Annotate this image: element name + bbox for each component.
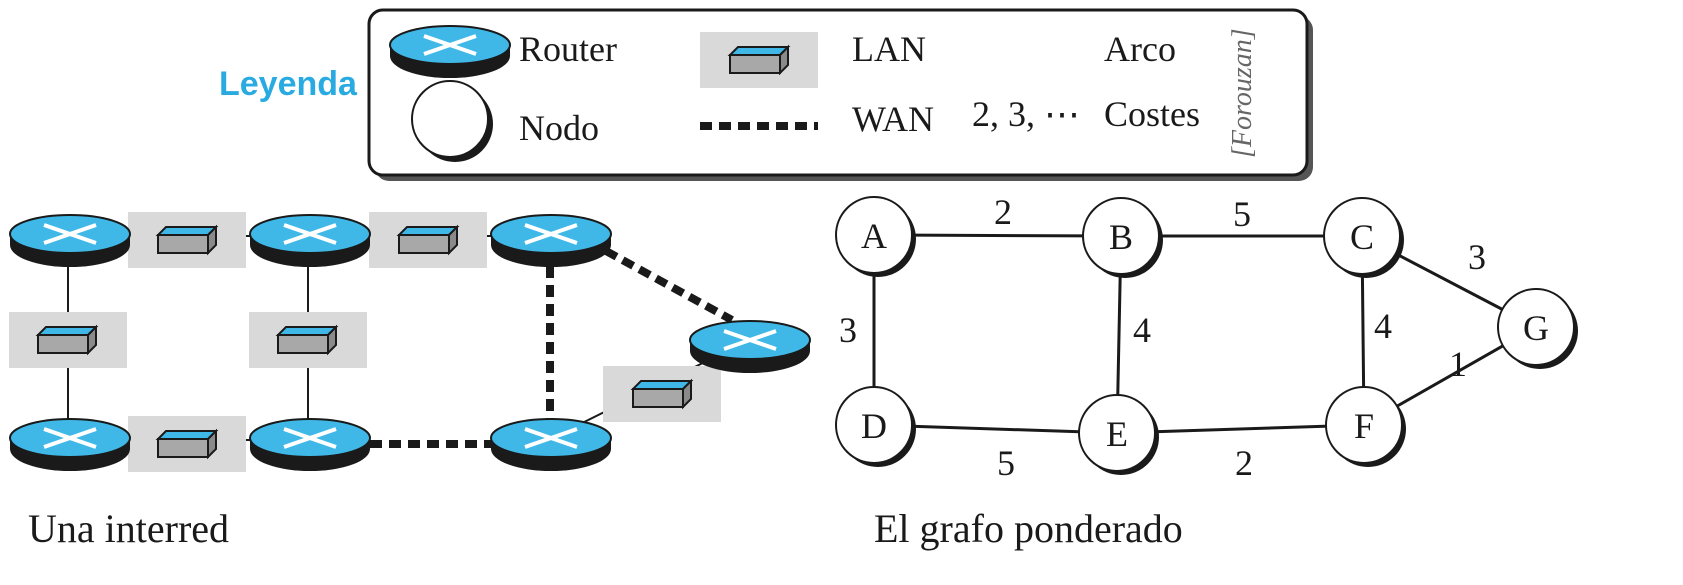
- edge-cost-label: 3: [839, 310, 857, 350]
- graph-node-c: C: [1323, 197, 1404, 278]
- graph-node-label: F: [1354, 406, 1374, 446]
- legend-node-label: Nodo: [519, 108, 599, 148]
- graph-node-e: E: [1078, 394, 1159, 475]
- lan-box: [9, 312, 127, 368]
- legend-router-icon: [388, 24, 512, 80]
- graph-node-label: A: [861, 216, 887, 256]
- legend-title: Leyenda: [219, 65, 357, 103]
- wan-links: [370, 247, 734, 448]
- legend-router-label: Router: [519, 29, 617, 69]
- edge-cost-label: 1: [1449, 344, 1467, 384]
- router-icon: [489, 213, 613, 269]
- edge-cost-label: 5: [1233, 194, 1251, 234]
- lan-box: [369, 212, 487, 268]
- legend-wan-label: WAN: [852, 99, 934, 139]
- legend-lan-icon: [729, 46, 789, 74]
- edge-cost-label: 4: [1374, 306, 1392, 346]
- graph-caption: El grafo ponderado: [874, 506, 1183, 551]
- graph-node-label: G: [1523, 308, 1549, 348]
- edge-cost-label: 5: [997, 443, 1015, 483]
- lan-box: [128, 212, 246, 268]
- router-icon: [688, 319, 812, 375]
- graph-node-label: B: [1109, 217, 1133, 257]
- lans: [9, 212, 721, 472]
- router-icon: [8, 213, 132, 269]
- graph-node-a: A: [835, 196, 916, 277]
- graph-node-b: B: [1082, 197, 1163, 278]
- legend: [367, 8, 1313, 181]
- router-icon: [489, 417, 613, 473]
- lan-box: [249, 312, 367, 368]
- legend-lan-label: LAN: [852, 29, 926, 69]
- legend-costs-label: Costes: [1104, 94, 1201, 134]
- graph-nodes: A B C D E F G: [835, 196, 1578, 475]
- router-icon: [248, 417, 372, 473]
- edge-cost-label: 2: [1235, 443, 1253, 483]
- graph-node-label: E: [1106, 414, 1128, 454]
- graph-node-f: F: [1325, 386, 1406, 467]
- edge-cost-label: 4: [1133, 310, 1151, 350]
- credit-label: [Forouzan]: [1227, 28, 1258, 158]
- graph-node-d: D: [835, 386, 916, 467]
- legend-cost-symbols: 2, 3, ⋯: [972, 94, 1080, 134]
- graph-edges: 2 5 3 3 4 4 1 5 2: [839, 192, 1537, 483]
- graph-node-label: C: [1350, 217, 1374, 257]
- lan-box: [128, 416, 246, 472]
- router-icon: [248, 213, 372, 269]
- router-icon: [8, 417, 132, 473]
- graph-node-g: G: [1497, 288, 1578, 369]
- internet-diagram: [8, 212, 812, 473]
- legend-arc-label: Arco: [1104, 29, 1176, 69]
- internet-caption: Una interred: [28, 506, 230, 551]
- edge-cost-label: 3: [1468, 237, 1486, 277]
- edge-cost-label: 2: [994, 192, 1012, 232]
- legend-node-icon: [411, 80, 493, 162]
- lan-box: [603, 366, 721, 422]
- graph-node-label: D: [861, 406, 887, 446]
